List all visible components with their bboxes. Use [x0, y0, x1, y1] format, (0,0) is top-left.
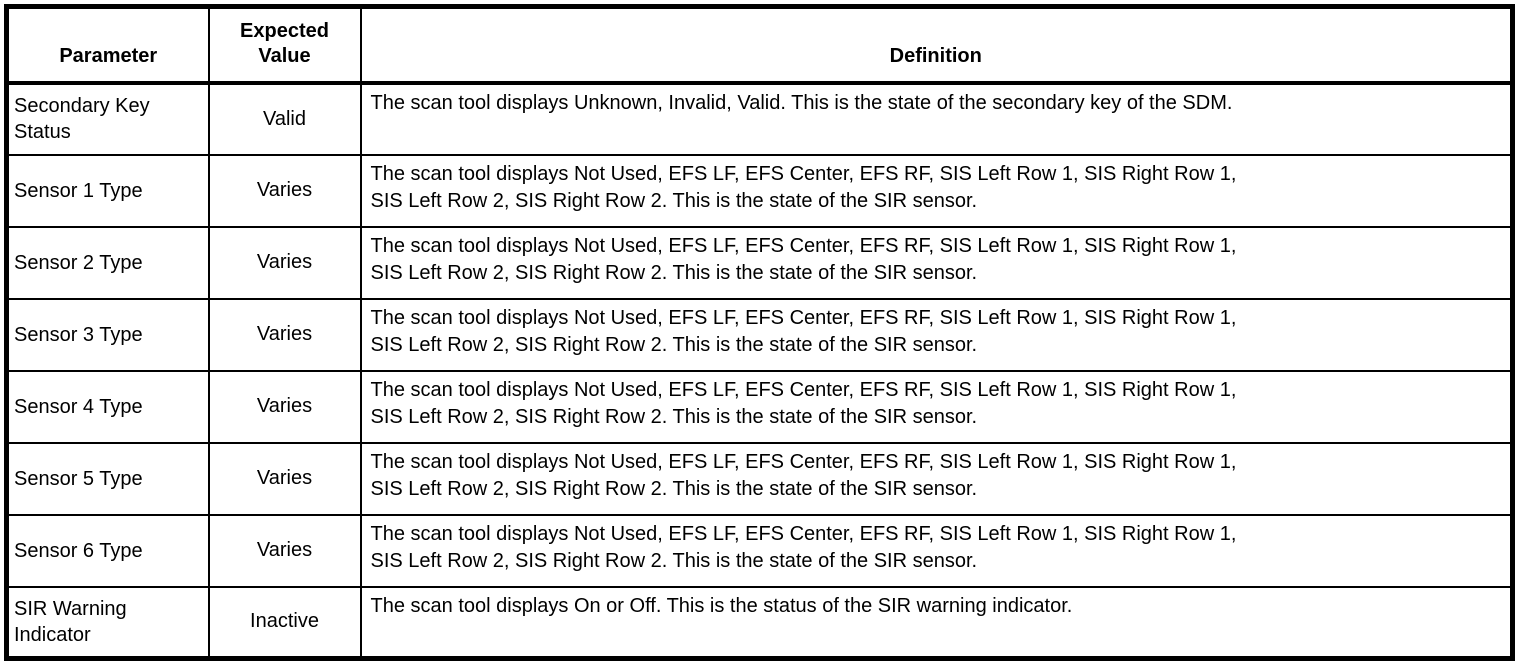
table-row: Sensor 6 Type Varies The scan tool displ…: [5, 513, 1514, 588]
definition-cell: The scan tool displays Not Used, EFS LF,…: [359, 369, 1514, 444]
column-header-definition: Definition: [359, 5, 1514, 85]
parameter-cell: Sensor 1 Type: [5, 153, 210, 228]
table-body: Secondary Key Status Valid The scan tool…: [5, 81, 1514, 660]
expected-value-cell: Inactive: [207, 585, 362, 660]
parameter-cell: Sensor 6 Type: [5, 513, 210, 588]
expected-value-cell: Valid: [207, 81, 362, 156]
table-row: Sensor 4 Type Varies The scan tool displ…: [5, 369, 1514, 444]
definition-cell: The scan tool displays Not Used, EFS LF,…: [359, 297, 1514, 372]
expected-value-cell: Varies: [207, 441, 362, 516]
parameter-cell: SIR Warning Indicator: [5, 585, 210, 660]
definition-cell: The scan tool displays Not Used, EFS LF,…: [359, 225, 1514, 300]
definition-cell: The scan tool displays Not Used, EFS LF,…: [359, 441, 1514, 516]
table-row: Sensor 3 Type Varies The scan tool displ…: [5, 297, 1514, 372]
table-row: Sensor 5 Type Varies The scan tool displ…: [5, 441, 1514, 516]
parameter-cell: Sensor 4 Type: [5, 369, 210, 444]
definition-cell: The scan tool displays On or Off. This i…: [359, 585, 1514, 660]
column-header-expected-value: Expected Value: [207, 5, 362, 85]
definition-cell: The scan tool displays Unknown, Invalid,…: [359, 81, 1514, 156]
scan-tool-parameters-table: Parameter Expected Value Definition Seco…: [4, 4, 1515, 661]
definition-cell: The scan tool displays Not Used, EFS LF,…: [359, 513, 1514, 588]
parameter-cell: Sensor 3 Type: [5, 297, 210, 372]
parameter-cell: Secondary Key Status: [5, 81, 210, 156]
table-row: Sensor 1 Type Varies The scan tool displ…: [5, 153, 1514, 228]
table-row: Secondary Key Status Valid The scan tool…: [5, 81, 1514, 156]
column-header-parameter: Parameter: [5, 5, 210, 85]
expected-value-cell: Varies: [207, 369, 362, 444]
parameter-cell: Sensor 5 Type: [5, 441, 210, 516]
expected-value-cell: Varies: [207, 225, 362, 300]
expected-value-cell: Varies: [207, 297, 362, 372]
table-row: SIR Warning Indicator Inactive The scan …: [5, 585, 1514, 660]
expected-value-cell: Varies: [207, 513, 362, 588]
expected-value-cell: Varies: [207, 153, 362, 228]
parameter-cell: Sensor 2 Type: [5, 225, 210, 300]
definition-cell: The scan tool displays Not Used, EFS LF,…: [359, 153, 1514, 228]
table-row: Sensor 2 Type Varies The scan tool displ…: [5, 225, 1514, 300]
table-header-row: Parameter Expected Value Definition: [5, 5, 1514, 85]
